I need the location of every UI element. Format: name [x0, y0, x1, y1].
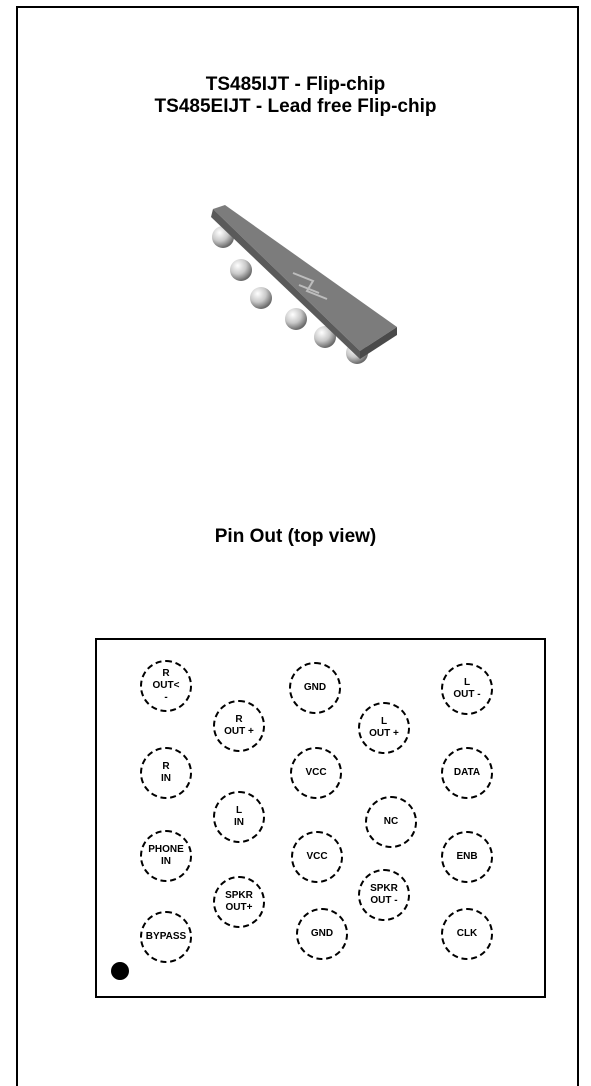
pin-r-in: R IN	[140, 747, 192, 799]
pin-label: PHONE IN	[148, 844, 184, 867]
pin-label: L IN	[234, 805, 244, 828]
title-line-1: TS485IJT - Flip-chip	[205, 74, 386, 95]
pin-label: CLK	[456, 928, 478, 939]
pin-gnd-top: GND	[289, 662, 341, 714]
chip-edge	[211, 209, 360, 359]
pin-l-out-minus: L OUT -	[441, 663, 493, 715]
pin-label: GND	[303, 682, 327, 693]
pin-gnd-bottom: GND	[296, 908, 348, 960]
pinout-package-outline	[95, 638, 546, 998]
flip-chip-illustration	[211, 205, 397, 364]
pin-label: R IN	[161, 761, 171, 784]
pin-label: SPKR OUT+	[225, 890, 253, 913]
pin-label: ENB	[456, 851, 478, 862]
pin-label: SPKR OUT -	[370, 883, 398, 906]
pin-spkr-out-minus: SPKR OUT -	[358, 869, 410, 921]
pin-clk: CLK	[441, 908, 493, 960]
pin-r-out-plus: R OUT +	[213, 700, 265, 752]
pin-r-out-minus: R OUT< -	[140, 660, 192, 712]
pin-label: R OUT< -	[152, 668, 180, 703]
pin-bypass: BYPASS	[140, 911, 192, 963]
chip-logo-mark	[292, 272, 328, 300]
pin-phone-in: PHONE IN	[140, 830, 192, 882]
pin-vcc-1: VCC	[290, 747, 342, 799]
pin-label: L OUT -	[453, 677, 481, 700]
pin-l-in: L IN	[213, 791, 265, 843]
pin-enb: ENB	[441, 831, 493, 883]
pinout-heading: Pin Out (top view)	[214, 526, 377, 547]
title-line-2: TS485EIJT - Lead free Flip-chip	[154, 96, 437, 117]
pin-label: L OUT +	[369, 716, 399, 739]
pin-label: DATA	[453, 767, 481, 778]
pin-l-out-plus: L OUT +	[358, 702, 410, 754]
pin-label: R OUT +	[224, 714, 254, 737]
pin-vcc-2: VCC	[291, 831, 343, 883]
chip-side	[360, 327, 397, 359]
pin-label: NC	[383, 816, 399, 827]
pin1-marker-icon	[111, 962, 129, 980]
pin-label: VCC	[306, 851, 328, 862]
pin-nc: NC	[365, 796, 417, 848]
pin-label: BYPASS	[145, 931, 187, 942]
pin-spkr-out-plus: SPKR OUT+	[213, 876, 265, 928]
pin-label: GND	[310, 928, 334, 939]
pin-label: VCC	[305, 767, 327, 778]
pin-data: DATA	[441, 747, 493, 799]
page-frame	[16, 6, 579, 1086]
